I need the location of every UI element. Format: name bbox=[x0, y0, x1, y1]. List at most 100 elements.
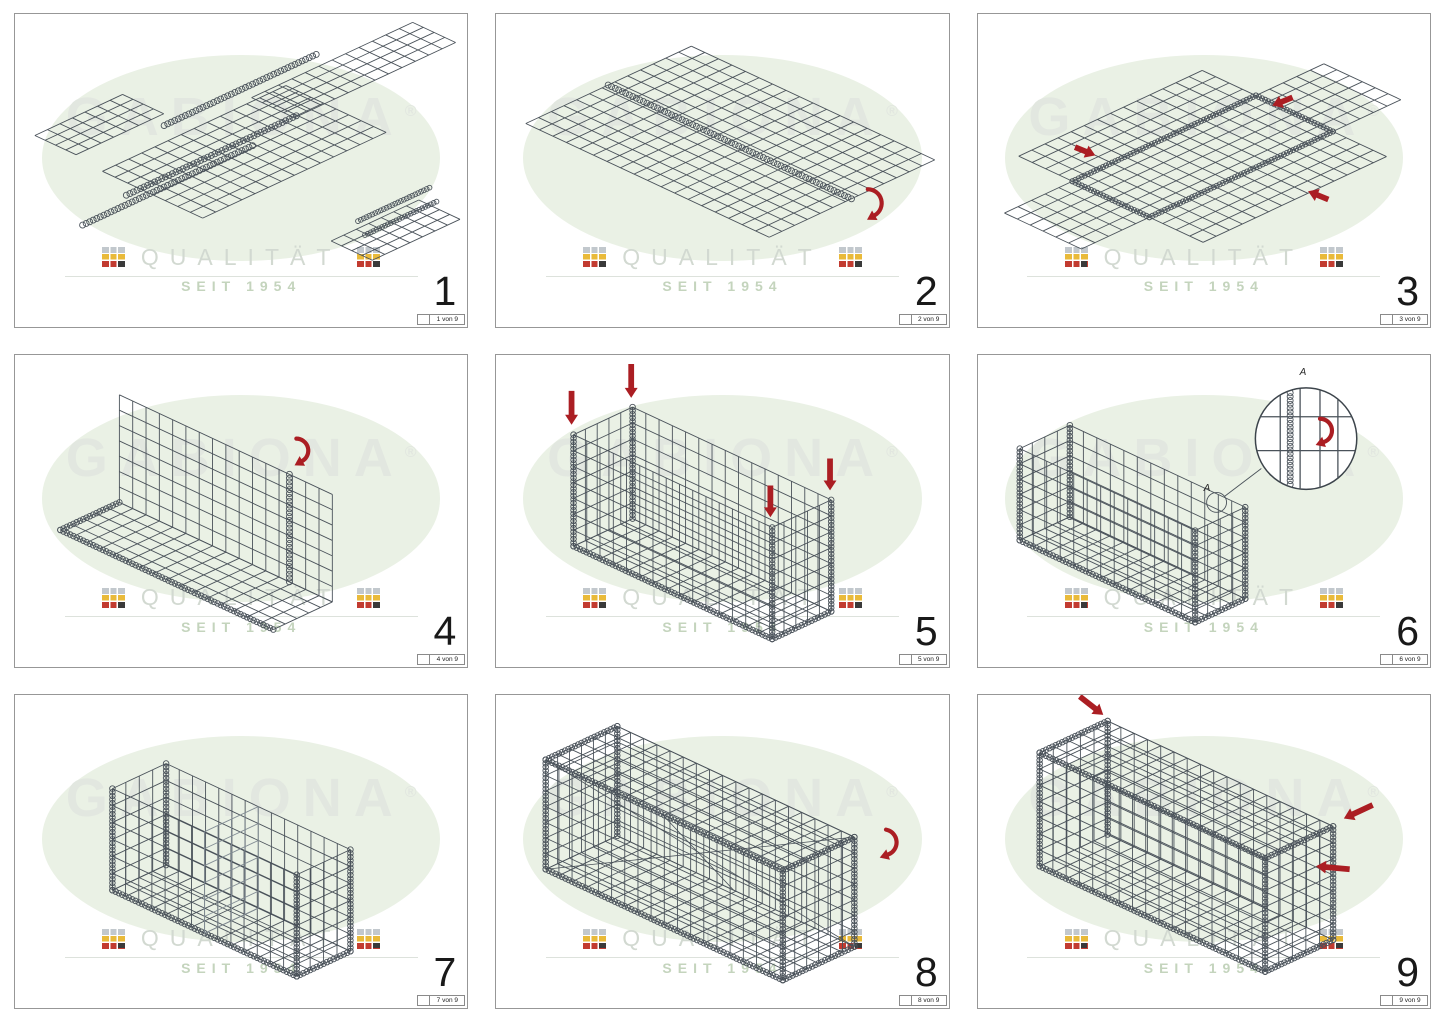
step-panel-7: GABIONA® QUALITÄT SEIT 1954 7 7 von 9 bbox=[14, 694, 469, 1009]
registered-trademark-icon: ® bbox=[886, 784, 898, 802]
title-block-cell bbox=[418, 655, 431, 665]
quality-text: QUALITÄT bbox=[622, 584, 823, 611]
brand-logo-icon bbox=[101, 247, 125, 268]
step-panel-2: GABIONA® QUALITÄT SEIT 1954 2 2 von 9 bbox=[495, 13, 950, 328]
step-number: 6 bbox=[1396, 608, 1419, 655]
brand-logo-icon bbox=[101, 928, 125, 949]
registered-trademark-icon: ® bbox=[1367, 784, 1380, 802]
brand-logo-icon bbox=[838, 587, 862, 608]
step-number: 5 bbox=[914, 608, 938, 655]
step-panel-8: GABIONA® QUALITÄT SEIT 1954 8 8 von 9 bbox=[495, 694, 950, 1009]
step-number: 2 bbox=[914, 267, 938, 314]
brand-logo-icon bbox=[1064, 247, 1088, 268]
quality-text: QUALITÄT bbox=[622, 243, 823, 270]
quality-text: QUALITÄT bbox=[140, 243, 342, 270]
title-block: 9 von 9 bbox=[1380, 994, 1428, 1006]
quality-text: QUALITÄT bbox=[1103, 243, 1305, 270]
quality-row: QUALITÄT bbox=[546, 584, 899, 618]
sheet-counter: 3 von 9 bbox=[1399, 315, 1421, 323]
registered-trademark-icon: ® bbox=[404, 102, 417, 120]
quality-row: QUALITÄT bbox=[64, 243, 418, 277]
brand-logo-icon bbox=[1064, 587, 1088, 608]
registered-trademark-icon: ® bbox=[404, 443, 417, 461]
watermark-ellipse bbox=[42, 735, 441, 943]
brand-logo-icon bbox=[1320, 587, 1344, 608]
step-panel-6: GABIONA® QUALITÄT SEIT 1954 A A 6 6 von … bbox=[976, 353, 1431, 669]
title-block-cell bbox=[1381, 314, 1393, 324]
brand-logo-icon bbox=[357, 587, 381, 608]
title-block: 8 von 9 bbox=[898, 994, 947, 1006]
step-panel-3: GABIONA® QUALITÄT SEIT 1954 3 3 von 9 bbox=[976, 13, 1431, 328]
step-panel-1: GABIONA® QUALITÄT SEIT 1954 1 1 von 9 bbox=[14, 13, 469, 328]
step-panel-9: GABIONA® QUALITÄT SEIT 1954 9 9 von 9 bbox=[976, 694, 1431, 1009]
assembly-diagram-step-1 bbox=[34, 21, 461, 261]
since-text: SEIT 1954 bbox=[1143, 618, 1264, 635]
since-text: SEIT 1954 bbox=[662, 278, 783, 295]
brand-name-text: GABIONA bbox=[547, 87, 886, 147]
since-text: SEIT 1954 bbox=[1143, 959, 1264, 976]
sheet-counter: 9 von 9 bbox=[1399, 996, 1421, 1004]
registered-trademark-icon: ® bbox=[1367, 443, 1380, 461]
watermark: GABIONA® QUALITÄT SEIT 1954 bbox=[15, 695, 467, 1008]
brand-name: GABIONA® bbox=[496, 86, 948, 148]
quality-row: QUALITÄT bbox=[1027, 243, 1381, 277]
step-panel-5: GABIONA® QUALITÄT SEIT 1954 5 5 von 9 bbox=[495, 353, 950, 669]
registered-trademark-icon: ® bbox=[1367, 102, 1380, 120]
step-number: 9 bbox=[1396, 948, 1419, 995]
brand-logo-icon bbox=[838, 247, 862, 268]
title-block-cell bbox=[900, 995, 912, 1005]
title-block-cell bbox=[418, 314, 431, 324]
assembly-diagram-step-8 bbox=[542, 723, 899, 984]
assembly-diagram-step-9 bbox=[1036, 695, 1374, 976]
since-text: SEIT 1954 bbox=[662, 618, 783, 635]
since-text: SEIT 1954 bbox=[181, 618, 302, 635]
title-block-cell bbox=[1381, 655, 1393, 665]
brand-logo-icon bbox=[101, 587, 125, 608]
watermark: GABIONA® QUALITÄT SEIT 1954 bbox=[15, 355, 467, 668]
since-text: SEIT 1954 bbox=[181, 278, 302, 295]
since-text: SEIT 1954 bbox=[1143, 278, 1264, 295]
sheet-counter: 8 von 9 bbox=[917, 996, 940, 1004]
brand-logo-icon bbox=[1320, 247, 1344, 268]
title-block-cell bbox=[900, 314, 912, 324]
title-block: 3 von 9 bbox=[1380, 313, 1428, 325]
step-number: 4 bbox=[433, 608, 457, 655]
assembly-diagram-step-2 bbox=[525, 45, 936, 238]
brand-logo-icon bbox=[357, 247, 381, 268]
sheet-counter: 1 von 9 bbox=[436, 315, 458, 323]
detail-label-a: A bbox=[1299, 366, 1307, 378]
watermark-ellipse bbox=[42, 395, 441, 602]
step-panel-4: GABIONA® QUALITÄT SEIT 1954 4 4 von 9 bbox=[14, 353, 469, 669]
brand-name: GABIONA® bbox=[15, 427, 467, 489]
assembly-diagram-step-6 bbox=[1016, 386, 1358, 626]
brand-name-text: GABIONA bbox=[65, 768, 405, 829]
title-block-cell bbox=[1381, 995, 1393, 1005]
assembly-diagram-step-3 bbox=[1003, 63, 1401, 250]
step-number: 7 bbox=[433, 948, 457, 995]
step-number: 8 bbox=[914, 948, 938, 995]
sheet-counter: 5 von 9 bbox=[917, 656, 940, 664]
sheet-counter: 6 von 9 bbox=[1399, 656, 1421, 664]
assembly-diagram-step-7 bbox=[109, 760, 354, 980]
sheet-counter: 2 von 9 bbox=[917, 315, 940, 323]
registered-trademark-icon: ® bbox=[404, 784, 417, 802]
brand-logo-icon bbox=[583, 247, 607, 268]
assembly-diagram-step-5 bbox=[565, 363, 837, 642]
registered-trademark-icon: ® bbox=[886, 443, 898, 461]
assembly-diagram-step-4 bbox=[57, 394, 333, 633]
title-block: 2 von 9 bbox=[898, 313, 947, 325]
title-block: 5 von 9 bbox=[898, 654, 947, 666]
brand-name-text: GABIONA bbox=[65, 427, 405, 488]
title-block: 7 von 9 bbox=[417, 994, 466, 1006]
sheet-counter: 4 von 9 bbox=[436, 656, 458, 664]
brand-name: GABIONA® bbox=[15, 767, 467, 829]
registered-trademark-icon: ® bbox=[886, 102, 898, 120]
step-number: 3 bbox=[1396, 267, 1419, 314]
title-block-cell bbox=[900, 655, 912, 665]
step-number: 1 bbox=[433, 267, 457, 314]
brand-logo-icon bbox=[583, 928, 607, 949]
since-text: SEIT 1954 bbox=[181, 959, 302, 976]
quality-row: QUALITÄT bbox=[546, 244, 899, 277]
brand-logo-icon bbox=[583, 587, 607, 608]
